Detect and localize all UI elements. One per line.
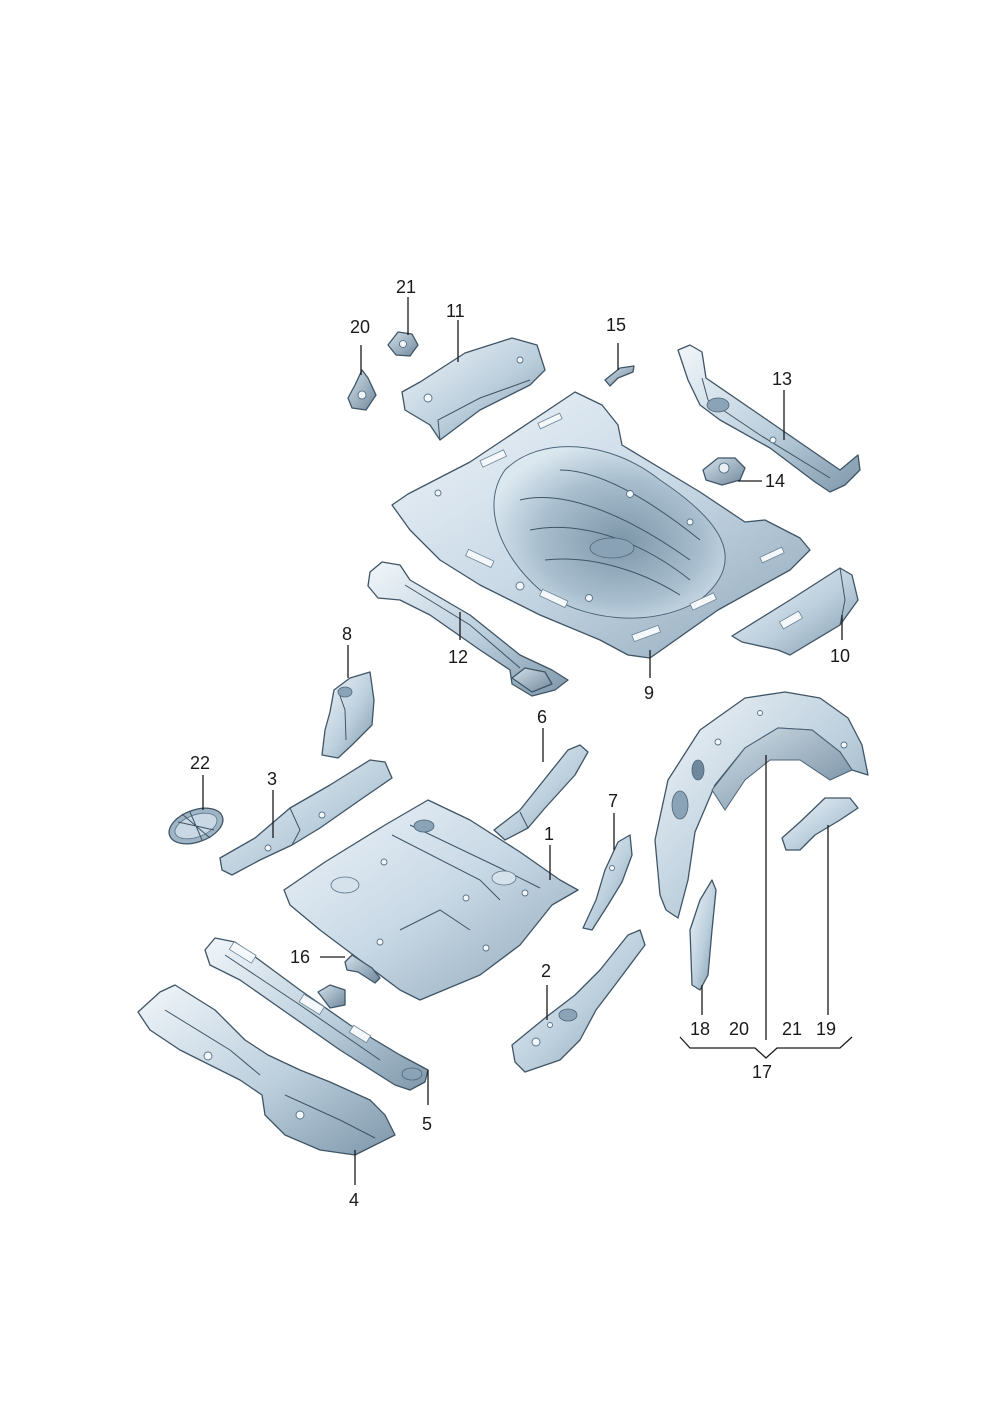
label-15: 15 bbox=[606, 315, 626, 335]
label-8: 8 bbox=[342, 624, 352, 644]
part-22-cap bbox=[168, 807, 224, 845]
label-17: 17 bbox=[752, 1062, 772, 1082]
label-21-upper: 21 bbox=[396, 277, 416, 297]
part-21-clip-upper bbox=[387, 331, 419, 357]
label-6: 6 bbox=[537, 707, 547, 727]
part-13-rear-crossmember bbox=[677, 344, 861, 493]
part-17-wheel-housing bbox=[654, 691, 869, 919]
label-13: 13 bbox=[772, 369, 792, 389]
label-4: 4 bbox=[349, 1190, 359, 1210]
label-2: 2 bbox=[541, 961, 551, 981]
label-21-lower: 21 bbox=[782, 1019, 802, 1039]
leader-lines bbox=[202, 297, 853, 1185]
part-14-mounting-plate bbox=[702, 457, 746, 486]
part-18-strip bbox=[689, 879, 717, 991]
label-1: 1 bbox=[544, 824, 554, 844]
label-3: 3 bbox=[267, 769, 277, 789]
part-5-inner-sill bbox=[204, 937, 429, 1091]
part-11-cover-plate bbox=[401, 337, 546, 441]
callout-labels: 21 20 11 15 13 14 10 9 12 8 6 22 3 1 7 1… bbox=[190, 277, 850, 1210]
part-4-outer-sill bbox=[137, 984, 396, 1156]
part-1-front-floor-pan bbox=[283, 799, 579, 1001]
label-11: 11 bbox=[446, 301, 465, 321]
part-16-bracket bbox=[344, 954, 381, 984]
part-19-plate bbox=[781, 797, 859, 851]
label-18: 18 bbox=[690, 1019, 710, 1039]
label-19: 19 bbox=[816, 1019, 836, 1039]
label-16: 16 bbox=[290, 947, 310, 967]
label-20-upper: 20 bbox=[350, 317, 370, 337]
part-2-sill-reinforcement bbox=[511, 929, 646, 1073]
label-14: 14 bbox=[765, 471, 785, 491]
label-7: 7 bbox=[608, 791, 618, 811]
label-9: 9 bbox=[644, 683, 654, 703]
part-9-rear-floor-pan bbox=[391, 391, 811, 659]
part-8-reinforcement bbox=[321, 671, 375, 759]
part-20-clip-upper bbox=[347, 369, 377, 411]
part-12-cross-member bbox=[367, 561, 569, 697]
label-20-lower: 20 bbox=[729, 1019, 749, 1039]
part-6-support bbox=[493, 744, 589, 841]
label-5: 5 bbox=[422, 1114, 432, 1134]
label-12: 12 bbox=[448, 647, 468, 667]
part-7-bracket bbox=[582, 834, 633, 931]
label-10: 10 bbox=[830, 646, 850, 666]
label-22: 22 bbox=[190, 753, 210, 773]
part-15-bracket bbox=[604, 365, 635, 387]
part-3-side-member bbox=[219, 759, 393, 876]
